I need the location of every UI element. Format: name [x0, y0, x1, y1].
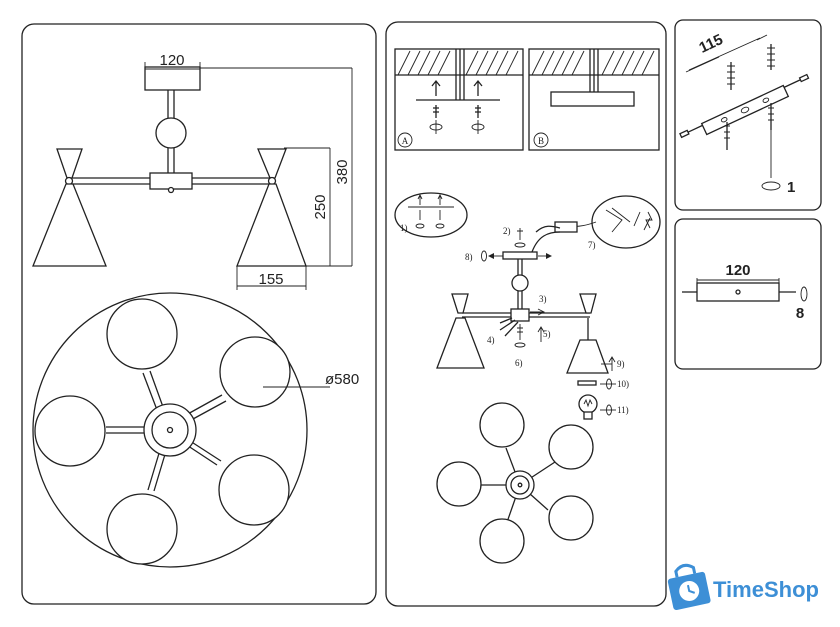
step-7: 7) — [588, 240, 596, 250]
dim-top-width: 120 — [159, 52, 184, 69]
label-a: A — [402, 136, 409, 146]
canopy-assembly — [481, 228, 552, 312]
arms-and-shades — [436, 293, 609, 374]
chandelier-top-view — [32, 292, 330, 568]
step-6: 6) — [515, 358, 523, 368]
bracket-step: 1 — [787, 179, 795, 196]
label-b: B — [538, 136, 544, 146]
mounting-option-b — [528, 48, 660, 151]
step-9: 9) — [617, 359, 625, 369]
dim-shade-width: 155 — [258, 271, 283, 288]
bulb-steps — [577, 356, 616, 420]
dim-diameter: ø580 — [325, 371, 359, 388]
panel-dimensions: 120 380 250 155 ø580 — [21, 23, 377, 605]
mounting-option-a — [394, 48, 524, 151]
step-1: 1) — [400, 223, 408, 233]
dim-arm-height: 250 — [312, 194, 329, 219]
step-11: 11) — [617, 405, 629, 415]
timeshop-logo: TimeShop — [667, 563, 819, 611]
dim-total-height: 380 — [334, 159, 351, 184]
panel-canopy-fix: 120 8 — [674, 218, 822, 370]
dimension-lines — [144, 62, 353, 290]
mounting-callout — [394, 192, 468, 238]
step-3: 3) — [539, 294, 547, 304]
panel-bracket-install: 115 1 — [674, 19, 822, 211]
step-4: 4) — [487, 335, 495, 345]
panel-assembly-steps: A B — [385, 21, 667, 607]
canopy-step: 8 — [796, 305, 804, 322]
step-8: 8) — [465, 252, 473, 262]
canopy-dim: 120 — [725, 262, 750, 279]
step-5: 5) — [543, 329, 551, 339]
chandelier-front-view — [32, 66, 307, 267]
bag-icon — [667, 563, 711, 611]
logo-text: TimeShop — [713, 577, 819, 602]
screws-and-anchors — [685, 34, 781, 191]
step-2: 2) — [503, 226, 511, 236]
bracket-dim: 115 — [697, 31, 726, 57]
mounting-bracket — [679, 73, 810, 139]
step-10: 10) — [617, 379, 629, 389]
small-top-view — [436, 402, 594, 564]
wiring-callout — [531, 195, 661, 253]
